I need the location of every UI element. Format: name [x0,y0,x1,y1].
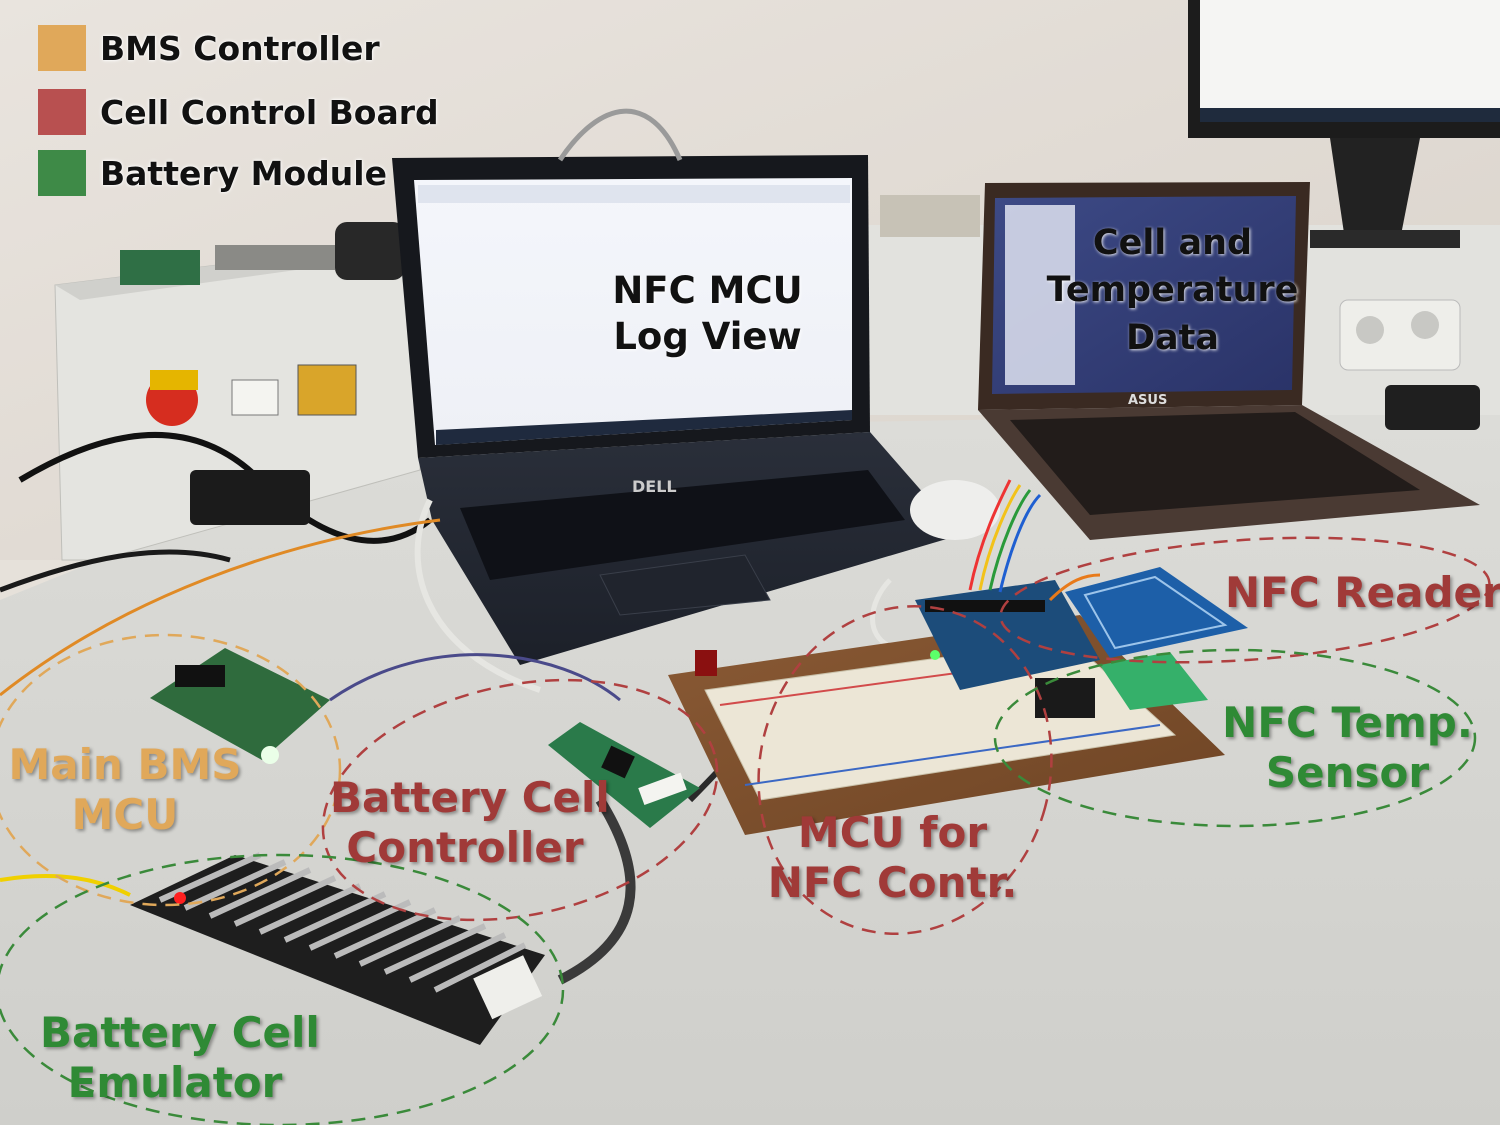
outline-nfc-temp-sensor [993,648,1477,828]
label-main-bms-mcu: Main BMS MCU [5,740,245,839]
pouch [335,222,405,280]
outline-battery-cell-controller [321,678,719,922]
mouse [910,480,1000,540]
right-laptop-keyboard [1010,412,1420,515]
monitor-foot [1310,230,1460,248]
cable [557,797,636,985]
emergency-stop-base [150,370,198,390]
legend-item-battery-module: Battery Module [38,150,387,196]
left-laptop-touchpad [599,554,771,616]
legend-label: BMS Controller [100,28,380,68]
label-line: MCU for [797,808,988,857]
monitor-stand [1330,138,1420,240]
outline-battery-cell-emulator [0,853,565,1125]
label-line: NFC Temp. [1222,698,1473,747]
power-brick [190,470,310,525]
left-laptop-taskbar [436,410,852,445]
emulator-connector [473,955,543,1020]
label-line: Battery Cell [330,773,610,822]
bms-connector [175,665,225,687]
label-battery-cell-controller: Battery Cell Controller [330,773,610,872]
cable [414,498,541,693]
cable [0,874,131,897]
outline-mcu-nfc-contr [757,605,1053,935]
label-line: Emulator [67,1057,283,1107]
jumper-wires [988,489,1032,591]
jumper-wires [968,479,1012,591]
right-laptop-doc [1005,205,1075,385]
left-laptop-titlebar [418,185,850,203]
cable [0,549,231,593]
breadboard-rail [744,724,1161,786]
bcc-chip [601,745,635,779]
left-laptop-screen [414,178,852,445]
jumper-wires [978,484,1022,591]
bms-led [261,746,279,764]
left-laptop-keyboard [460,470,905,580]
caption-line: Log View [613,315,802,359]
monitor-screen [1200,0,1500,122]
terminal-post [695,650,717,676]
label-line: NFC Reader [1225,568,1500,617]
device-box [1385,385,1480,430]
outline-main-bms-mcu [0,633,342,907]
label-nfc-reader: NFC Reader [1225,568,1500,618]
cable [557,108,683,162]
nfc-reader-antenna [1083,575,1228,650]
caption-line: Data [1125,317,1220,358]
nfc-reader-board [1065,567,1248,658]
monitor-taskbar [1200,108,1500,122]
breaker-switch [231,379,279,416]
legend-label: Cell Control Board [100,92,439,132]
caption-line: Temperature [1046,270,1299,311]
bcc-connector [638,772,687,805]
left-laptop-caption: NFC MCU Log View [585,268,830,361]
jumper-wires [1048,573,1101,602]
mcu-header [925,600,1045,612]
label-nfc-temp-sensor: NFC Temp. Sensor [1215,698,1480,797]
legend-label: Battery Module [100,153,387,193]
label-line: Battery Cell [40,1008,320,1057]
mcu-led [930,650,940,660]
socket-hole [1356,316,1384,344]
outline-nfc-reader [999,536,1491,664]
board [880,195,980,237]
left-laptop-brand: DELL [632,477,677,496]
label-mcu-nfc-contr: MCU for NFC Contr. [755,808,1030,907]
legend-swatch [38,25,86,71]
legend-swatch [38,89,86,135]
legend-swatch [38,150,86,196]
label-line: NFC Contr. [767,857,1018,907]
breaker [297,364,357,416]
label-line: MCU [71,789,179,839]
right-laptop-caption: Cell and Temperature Data [1040,220,1305,362]
label-line: Sensor [1265,747,1430,797]
label-battery-cell-emulator: Battery Cell Emulator [40,1008,320,1107]
emulator-sliders [158,852,527,993]
caption-line: NFC MCU [612,269,803,312]
legend-item-cell-control-board: Cell Control Board [38,89,439,135]
label-line: Controller [346,822,584,872]
emulator-led [174,892,186,904]
legend-item-bms-controller: BMS Controller [38,25,380,71]
caption-line: Cell and [1092,223,1253,263]
right-laptop-brand: ASUS [1128,393,1167,408]
nfc-temp-sensor-tag [1100,652,1208,710]
jumper-wires [998,493,1042,593]
board [120,250,200,285]
board [215,245,335,270]
label-line: Main BMS [8,740,242,789]
cable [0,518,441,697]
socket-hole [1411,311,1439,339]
